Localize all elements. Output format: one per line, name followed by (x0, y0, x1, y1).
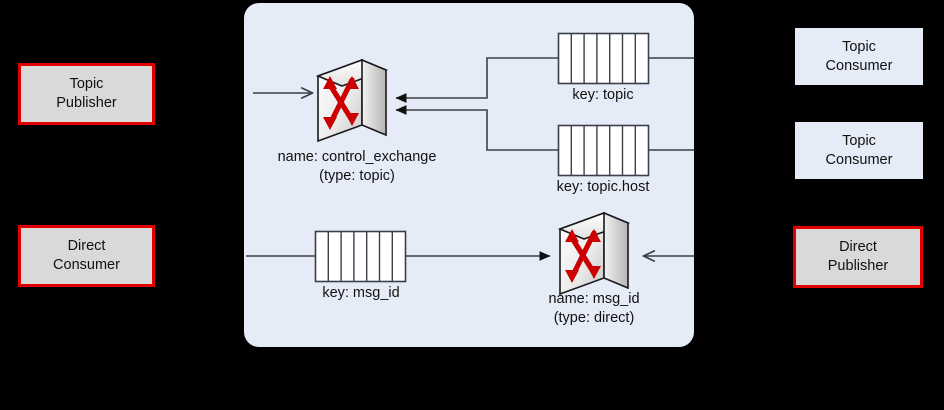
queue-topic-host (557, 124, 650, 177)
caption-control-exchange: name: control_exchange (type: topic) (252, 148, 462, 186)
caption-msg-id-exchange: name: msg_id (type: direct) (499, 290, 689, 328)
node-topic-consumer-1-line1: Topic (842, 38, 876, 55)
msg-id-exchange-icon (557, 211, 631, 296)
node-topic-consumer-1[interactable]: Topic Consumer (795, 28, 923, 85)
node-direct-publisher-line1: Direct (839, 239, 877, 256)
node-topic-consumer-2-line2: Consumer (825, 151, 893, 168)
connector-group (246, 57, 694, 256)
queue-msg-id (314, 230, 407, 283)
node-direct-consumer-line1: Direct (67, 238, 106, 255)
node-topic-publisher[interactable]: Topic Publisher (18, 63, 155, 125)
msg-id-exchange-type: (type: direct) (553, 309, 635, 326)
node-topic-consumer-2-line1: Topic (842, 132, 876, 149)
node-topic-consumer-2[interactable]: Topic Consumer (795, 122, 923, 179)
node-topic-publisher-line2: Publisher (56, 95, 117, 111)
queue-topic (557, 32, 650, 85)
connector-queue-topic-to-exchange (395, 57, 558, 103)
node-direct-consumer[interactable]: Direct Consumer (18, 225, 155, 287)
node-direct-publisher-line2: Publisher (827, 258, 889, 274)
node-topic-publisher-line1: Topic (69, 76, 104, 93)
msg-id-exchange-name: name: msg_id (548, 291, 640, 307)
caption-queue-topic-host: key: topic.host (556, 179, 650, 195)
node-direct-consumer-line2: Consumer (53, 257, 120, 273)
caption-queue-msg-id: key: msg_id (322, 285, 400, 301)
node-direct-publisher[interactable]: Direct Publisher (793, 226, 923, 288)
control-exchange-name: name: control_exchange (277, 149, 437, 165)
node-topic-consumer-1-line2: Consumer (825, 57, 893, 74)
control-exchange-icon (315, 58, 389, 143)
control-exchange-type: (type: topic) (319, 167, 395, 184)
caption-queue-topic: key: topic (572, 87, 634, 103)
connector-queue-topichost-to-exchange (395, 105, 558, 151)
